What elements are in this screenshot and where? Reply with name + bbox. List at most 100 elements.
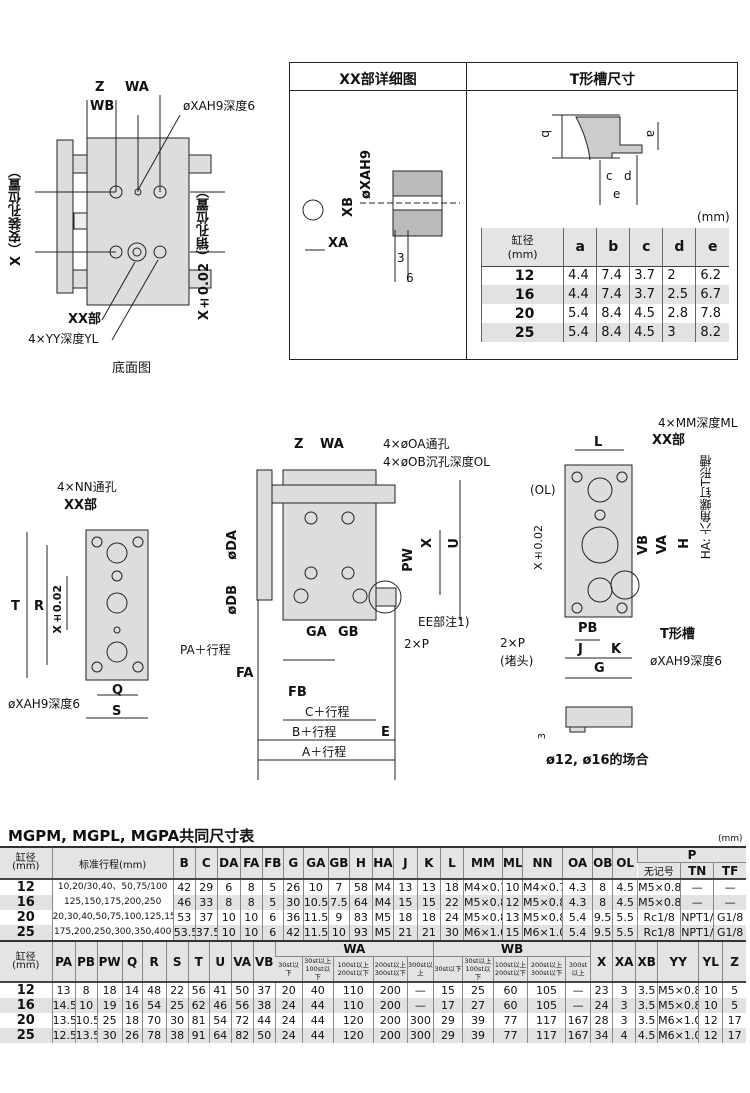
table-cell: M6×1.0	[657, 1013, 699, 1028]
table-cell: 110	[332, 982, 374, 998]
table-cell: M5	[371, 910, 394, 925]
tslot-cell: 25	[480, 323, 564, 342]
left-xx-label: XX部	[64, 498, 98, 513]
table-cell: 26	[121, 1028, 143, 1043]
table-cell: 44	[301, 998, 334, 1013]
table-cell: 37	[252, 982, 276, 998]
tslot-c: c	[606, 169, 613, 183]
th-wa-range: 100st以上200st以下	[332, 956, 374, 983]
ob-label: 4×øOB沉孔深度OL	[383, 455, 490, 469]
table-row: 2013.510.5251870308154724424441202003002…	[0, 1013, 746, 1028]
tslot-cell: 4.4	[563, 266, 597, 285]
table-cell: 29	[432, 1013, 463, 1028]
u-label: U	[447, 538, 462, 549]
table-cell: 42	[172, 879, 196, 895]
bottom-view-caption: 底面图	[112, 361, 152, 376]
table-cell: 33	[194, 895, 218, 910]
table-cell: 81	[187, 1013, 210, 1028]
table-cell: 25	[0, 1028, 53, 1043]
dim-z: Z	[95, 80, 105, 95]
th-q: Q	[121, 941, 143, 983]
table-cell: 77	[492, 1028, 528, 1043]
db-label: øDB	[225, 585, 240, 615]
table-cell: 6	[261, 925, 284, 940]
table-cell: 11.5	[302, 925, 329, 940]
table-cell: 117	[527, 1013, 566, 1028]
table-cell: 6	[261, 910, 284, 925]
bottom-view-drawing	[35, 95, 225, 341]
table-cell: 44	[301, 1028, 334, 1043]
table-cell: 38	[252, 998, 276, 1013]
th-pa: PA	[51, 941, 76, 983]
table-cell: G1/8	[713, 910, 746, 925]
stroke-line: 10,20/30,40、50,75/100	[51, 879, 174, 895]
table-cell: 30	[439, 925, 464, 940]
table-cell: —	[680, 895, 714, 910]
table-cell: 20	[16, 1013, 35, 1028]
left-x-label: X±0.02	[51, 585, 64, 634]
table-cell: —	[565, 998, 591, 1013]
ee-label: EE部注1)	[418, 615, 470, 629]
table-cell: 14.5	[51, 998, 76, 1013]
th-va: VA	[230, 941, 254, 983]
table-cell: 24	[274, 998, 303, 1013]
stroke-line: 20,30,40,50,75,100,125,150	[51, 910, 174, 925]
table-cell: 53.5	[172, 925, 196, 940]
table-cell: 19	[96, 998, 123, 1013]
th-stroke: 标准行程(mm)	[51, 847, 174, 880]
th-wb-range: 30st以下	[432, 956, 463, 983]
table-cell: 29	[432, 1028, 463, 1043]
table-cell: M4×0.7	[462, 879, 503, 895]
table-cell: 34	[590, 1028, 613, 1043]
pb-label: PB	[578, 621, 598, 636]
table-cell: 24	[439, 910, 464, 925]
table-cell: 42	[282, 925, 304, 940]
table-cell: 17	[722, 1013, 746, 1028]
table-cell: 50	[252, 1028, 276, 1043]
table-cell: 22	[165, 982, 189, 998]
table-cell: M6×1.0	[462, 925, 503, 940]
e-label: E	[381, 725, 390, 740]
table-cell: —	[713, 895, 746, 910]
table-cell: 4.5	[612, 879, 638, 895]
table-cell: 5.5	[612, 910, 638, 925]
table-cell: 10	[327, 925, 350, 940]
table-cell: 21	[416, 925, 441, 940]
tslot-label: T形槽	[660, 627, 695, 642]
x-label: X	[420, 538, 435, 549]
fb-label: FB	[288, 685, 307, 700]
tslot-cell: 3	[662, 323, 696, 342]
table-cell: 83	[348, 910, 373, 925]
dim-r: R	[34, 599, 45, 614]
tslot-cell: 20	[480, 304, 564, 323]
table-cell: 8	[74, 982, 98, 998]
oa-label: 4×øOA通孔	[383, 437, 450, 451]
table-cell: 300	[406, 1013, 434, 1028]
gb-label: GB	[338, 625, 359, 640]
th-l: L	[439, 847, 464, 880]
table-cell: 7.5	[327, 895, 350, 910]
table-cell: 3	[612, 1013, 636, 1028]
table-cell: 13	[51, 982, 76, 998]
table-cell: M5×0.8	[522, 895, 563, 910]
table-cell: 20	[16, 910, 35, 925]
table-cell: 46	[208, 998, 232, 1013]
tslot-cell: 2.5	[662, 285, 696, 304]
tslot-drawing	[552, 114, 659, 205]
end-dim-3: 3	[537, 733, 548, 740]
th-z: Z	[722, 941, 746, 983]
dim-wb: WB	[90, 99, 115, 114]
table-cell: M5	[371, 925, 394, 940]
table-cell: 44	[301, 1013, 334, 1028]
table-cell: 24	[274, 1013, 303, 1028]
table-cell: 12	[16, 880, 35, 895]
table-cell: 13	[392, 879, 418, 895]
table-cell: 8	[592, 879, 613, 895]
table-cell: 9.5	[592, 910, 613, 925]
table-cell: 27	[461, 998, 494, 1013]
table-cell: M4	[371, 879, 394, 895]
table-cell: 4	[612, 1028, 636, 1043]
